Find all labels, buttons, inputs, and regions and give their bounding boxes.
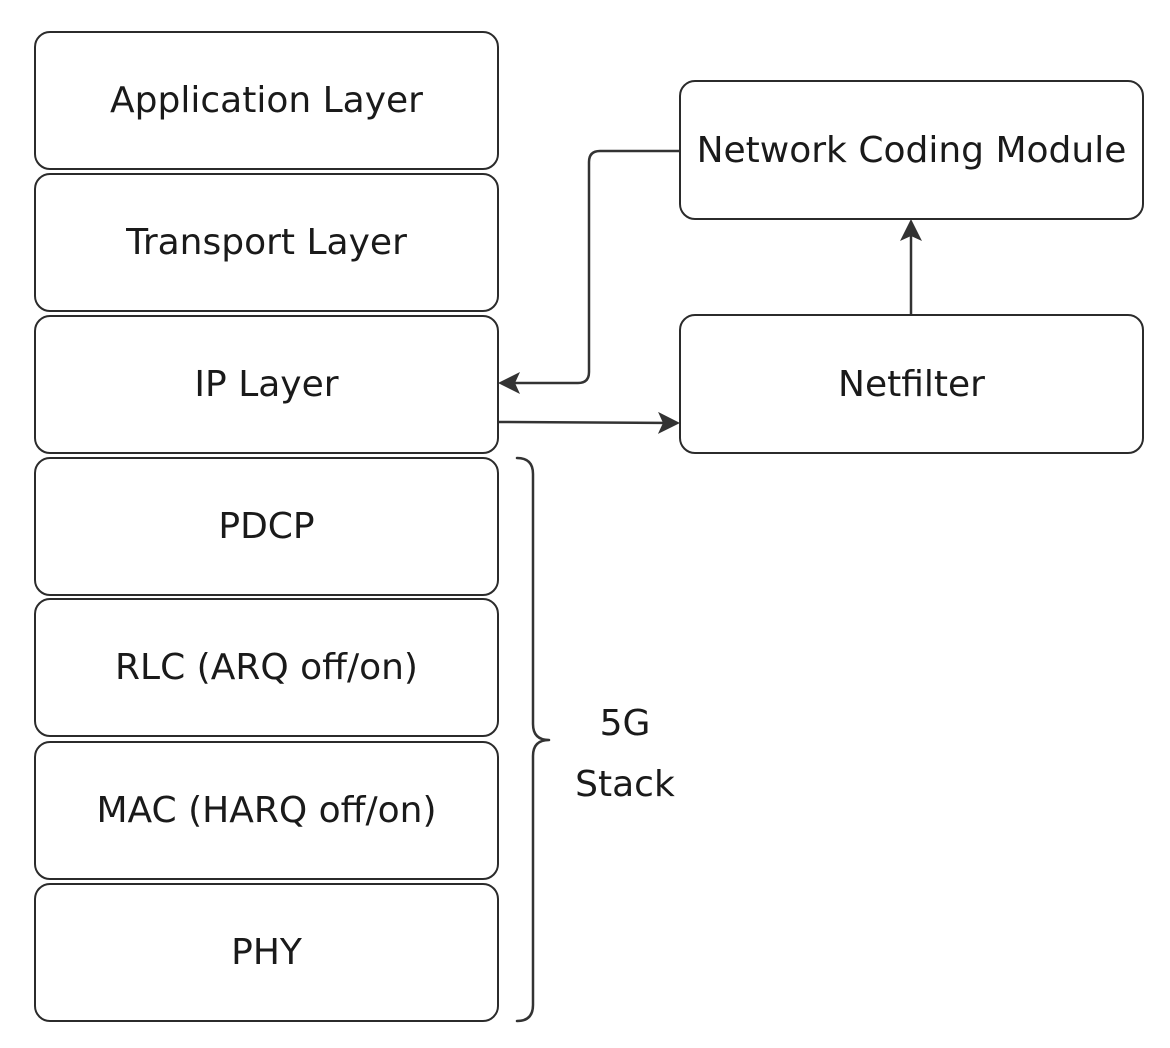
transport-layer-box: Transport Layer (34, 173, 499, 312)
arrow-ip-to-netfilter (498, 411, 680, 434)
mac-label: MAC (HARQ off/on) (96, 790, 437, 831)
rlc-box: RLC (ARQ off/on) (34, 598, 499, 737)
brace-5g-stack (515, 456, 551, 1023)
rlc-label: RLC (ARQ off/on) (115, 647, 418, 688)
netfilter-label: Netfilter (838, 363, 985, 405)
pdcp-box: PDCP (34, 457, 499, 596)
ip-layer-box: IP Layer (34, 315, 499, 454)
pdcp-label: PDCP (218, 506, 315, 547)
mac-box: MAC (HARQ off/on) (34, 741, 499, 880)
transport-layer-label: Transport Layer (126, 222, 407, 263)
application-layer-box: Application Layer (34, 31, 499, 170)
arrow-ncm-to-ip (498, 149, 679, 394)
network-coding-module-label: Network Coding Module (696, 129, 1127, 171)
5g-stack-label-line1: 5G (599, 703, 651, 744)
phy-label: PHY (231, 932, 302, 973)
netfilter-box: Netfilter (679, 314, 1144, 454)
application-layer-label: Application Layer (110, 80, 423, 121)
ip-layer-label: IP Layer (194, 364, 339, 405)
5g-stack-label-line2: Stack (575, 764, 675, 806)
phy-box: PHY (34, 883, 499, 1022)
5g-stack-label: 5G Stack (560, 693, 690, 815)
network-coding-module-box: Network Coding Module (679, 80, 1144, 220)
